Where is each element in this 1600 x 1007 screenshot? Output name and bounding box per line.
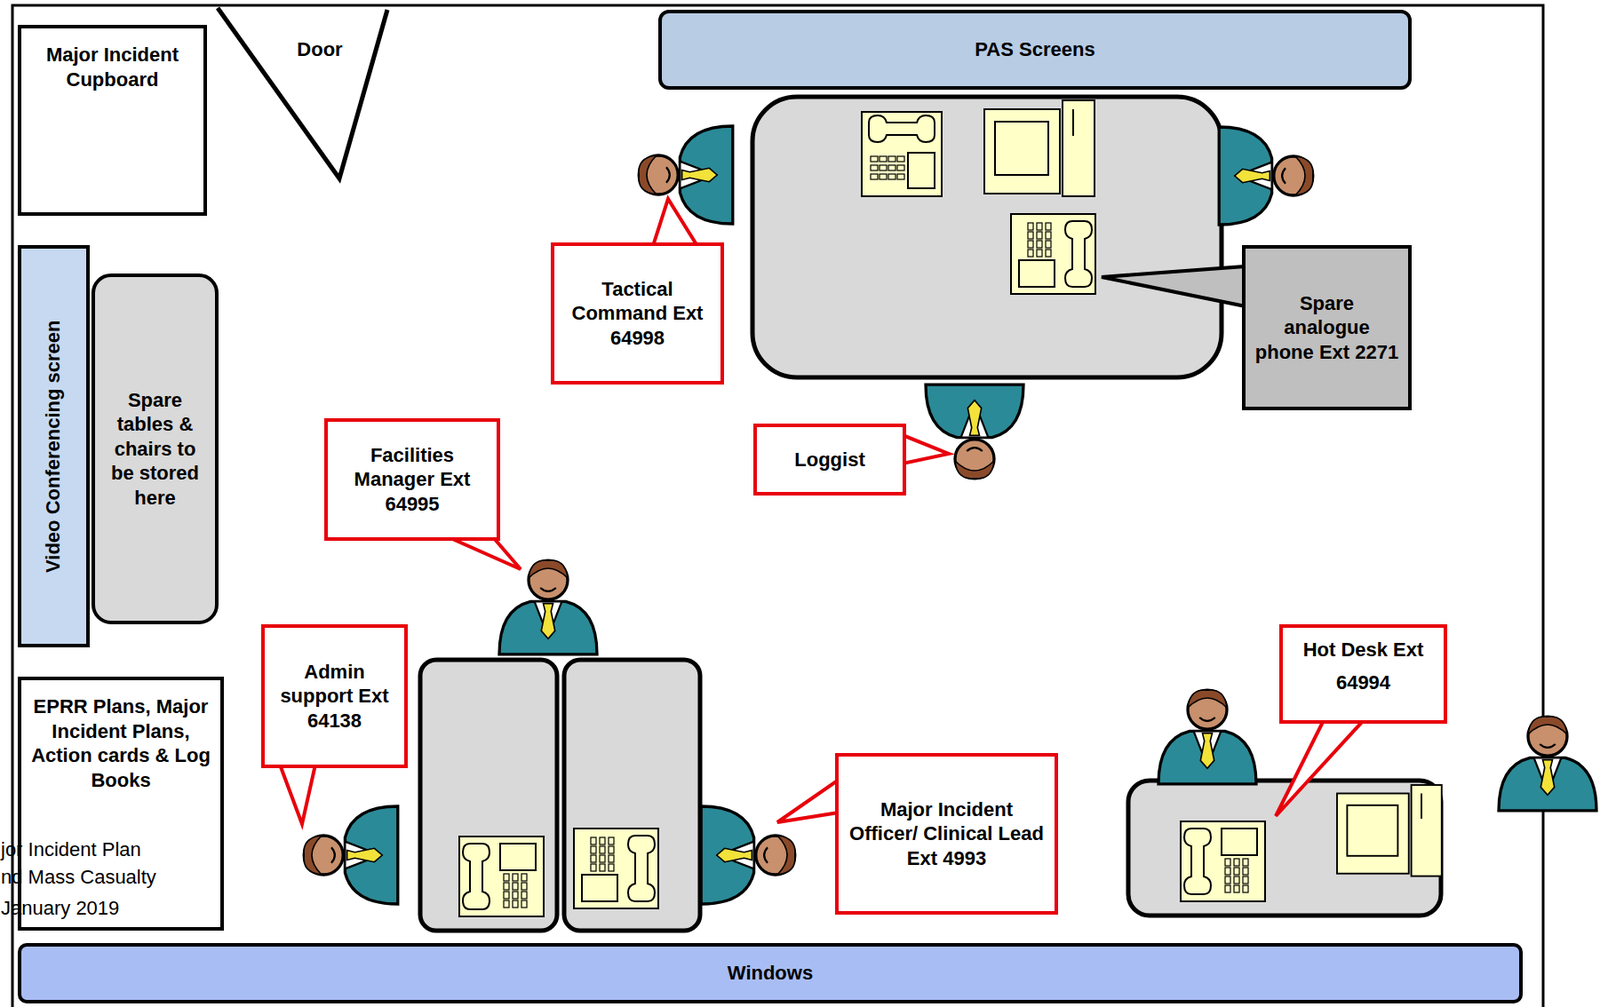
footer-text: nd Mass Casualty (0, 866, 157, 890)
room-wall (12, 5, 1544, 1007)
meeting-table (752, 96, 1222, 378)
phone-callout: Spare analogue phone Ext 2271 (1241, 245, 1412, 411)
person-figure (638, 126, 733, 224)
node-text: Major Incident Cupboard (30, 42, 195, 92)
window-band: Windows (17, 943, 1523, 1004)
storage-area: Spare tables & chairs to be stored here (91, 273, 219, 625)
door-swing (217, 7, 388, 179)
person-figure (1498, 716, 1597, 812)
node-text: Video Conferencing screen (41, 319, 67, 573)
person-figure (925, 384, 1024, 479)
phone-icon (459, 836, 544, 917)
node-text: Spare analogue phone Ext 2271 (1254, 291, 1400, 366)
person-figure (1218, 127, 1314, 225)
phone-icon (1010, 214, 1096, 295)
desk (420, 660, 558, 932)
node-text: Windows (727, 961, 813, 987)
node-text: Facilities Manager Ext 64995 (336, 443, 488, 518)
role-callout: Loggist (753, 423, 907, 496)
screen-band: Video Conferencing screen (17, 245, 90, 648)
callout-pointer (777, 780, 839, 823)
person-figure (303, 806, 399, 905)
footer-text: January 2019 (0, 897, 120, 921)
phone-icon (861, 111, 942, 197)
callout-pointer (902, 435, 949, 464)
cupboard-box: Major Incident Cupboard (17, 24, 207, 216)
callout-pointer (652, 199, 698, 247)
callout-pointer (1275, 720, 1364, 817)
footer-text: jor Incident Plan (0, 838, 142, 862)
node-text: Spare tables & chairs to be stored here (102, 388, 208, 511)
node-text: Tactical Command Ext 64998 (563, 277, 712, 351)
node-text: Admin support Ext 64138 (273, 660, 396, 734)
node-text: Hot Desk Ext 64994 (1291, 633, 1435, 701)
callout-pointer (1101, 266, 1246, 307)
node-text: Major Incident Officer/ Clinical Lead Ex… (847, 797, 1046, 872)
node-text: Door (296, 37, 343, 63)
person-figure (499, 560, 598, 655)
role-callout: Major Incident Officer/ Clinical Lead Ex… (835, 753, 1059, 916)
role-callout: Admin support Ext 64138 (261, 624, 408, 769)
phone-icon (573, 828, 659, 909)
role-callout: Tactical Command Ext 64998 (550, 242, 725, 385)
callout-pointer (279, 764, 316, 825)
plans-box: EPRR Plans, Major Incident Plans, Action… (17, 676, 224, 932)
computer-icon (1337, 785, 1442, 877)
role-callout: Hot Desk Ext 64994 (1279, 624, 1448, 725)
person-figure (1158, 690, 1257, 785)
node-text: Loggist (794, 447, 865, 473)
callout-pointer (448, 537, 521, 570)
door-label: Door (279, 30, 360, 70)
computer-icon (984, 100, 1095, 197)
desk (564, 660, 701, 932)
role-callout: Facilities Manager Ext 64995 (324, 418, 501, 542)
phone-icon (1180, 821, 1266, 902)
node-text: PAS Screens (974, 37, 1095, 63)
screen-band: PAS Screens (658, 9, 1412, 90)
node-text: EPRR Plans, Major Incident Plans, Action… (30, 694, 212, 793)
